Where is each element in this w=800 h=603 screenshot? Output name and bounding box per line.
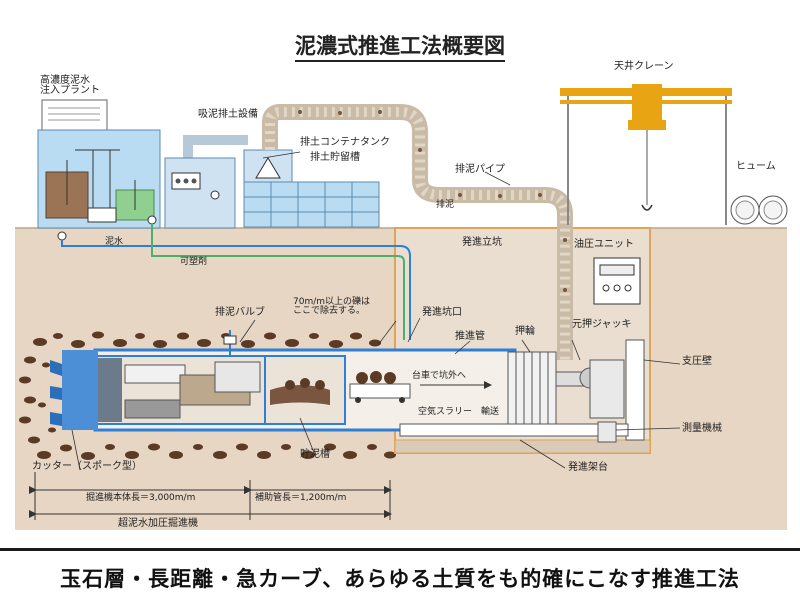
mudwater-pipe: [61, 240, 411, 340]
hydraulic-unit: [593, 257, 641, 305]
label-drain: 排泥: [436, 200, 455, 210]
label-aux-length: 補助管長＝1,200m/m: [255, 493, 347, 503]
dimensions: [29, 472, 392, 520]
suction-unit: [164, 135, 248, 229]
boulder-layer: [19, 331, 396, 460]
label-survey: 測量機械: [682, 423, 722, 434]
label-hume: ヒューム: [736, 161, 776, 172]
label-reaction: 支圧壁: [682, 356, 712, 367]
label-mudwater: 泥水: [105, 237, 124, 247]
main-jack: [555, 359, 625, 419]
label-mudtank: 貯泥槽: [300, 449, 330, 460]
label-crane: 天井クレーン: [614, 61, 674, 72]
label-tank: 排土貯留槽: [310, 152, 360, 163]
reaction-wall: [625, 339, 645, 441]
slogan: 玉石層・長距離・急カーブ、あらゆる土質をも的確にこなす推進工法: [60, 567, 740, 591]
label-machine: 超泥水加圧掘進機: [118, 518, 198, 529]
pipe-gravel: [298, 110, 567, 292]
label-portal: 発進坑口: [422, 307, 462, 318]
surveying-instrument: [597, 421, 617, 443]
label-cart: 台車で坑外へ: [412, 371, 467, 381]
label-container: 排土コンテナタンク: [300, 137, 390, 148]
diagram: [15, 84, 788, 530]
discharge-pipe: [262, 104, 573, 360]
label-hydraulic: 油圧ユニット: [574, 239, 634, 250]
label-machine-length: 掘進機本体長＝3,000m/m: [86, 493, 196, 503]
label-pipe: 排泥パイプ: [455, 164, 505, 175]
push-ring: [507, 351, 557, 429]
cutter-head: [50, 350, 122, 430]
injection-plant: [37, 99, 161, 241]
machine-internals: [124, 361, 330, 419]
leader-lines: [71, 151, 681, 471]
overhead-crane: [560, 84, 732, 225]
shaft-floor: [394, 439, 651, 454]
label-suction: 吸泥排土設備: [198, 109, 258, 120]
label-pushpipe: 推進管: [455, 331, 485, 342]
footer-band: [0, 548, 800, 603]
hume-pipes: [730, 195, 788, 225]
plasticizer-pipe: [151, 224, 405, 340]
label-slurry: 空気スラリー 輸送: [418, 407, 500, 417]
label-cutter: カッター（スポーク型）: [32, 461, 142, 472]
mud-cart: [349, 371, 411, 403]
soil-container: [243, 149, 380, 228]
label-valve: 排泥バルブ: [215, 307, 265, 318]
launch-base: [399, 423, 629, 437]
label-plasticizer: 可塑剤: [180, 257, 208, 267]
label-jack: 元押ジャッキ: [572, 319, 632, 330]
label-plant: 高濃度泥水 注入プラント: [40, 75, 100, 96]
label-gravel-note: 70m/m以上の礫は ここで除去する。: [293, 297, 371, 316]
label-pushring: 押輪: [515, 326, 535, 337]
label-base: 発進架台: [568, 462, 608, 473]
page-title: 泥濃式推進工法概要図: [0, 30, 800, 62]
label-shaft: 発進立坑: [462, 237, 502, 248]
